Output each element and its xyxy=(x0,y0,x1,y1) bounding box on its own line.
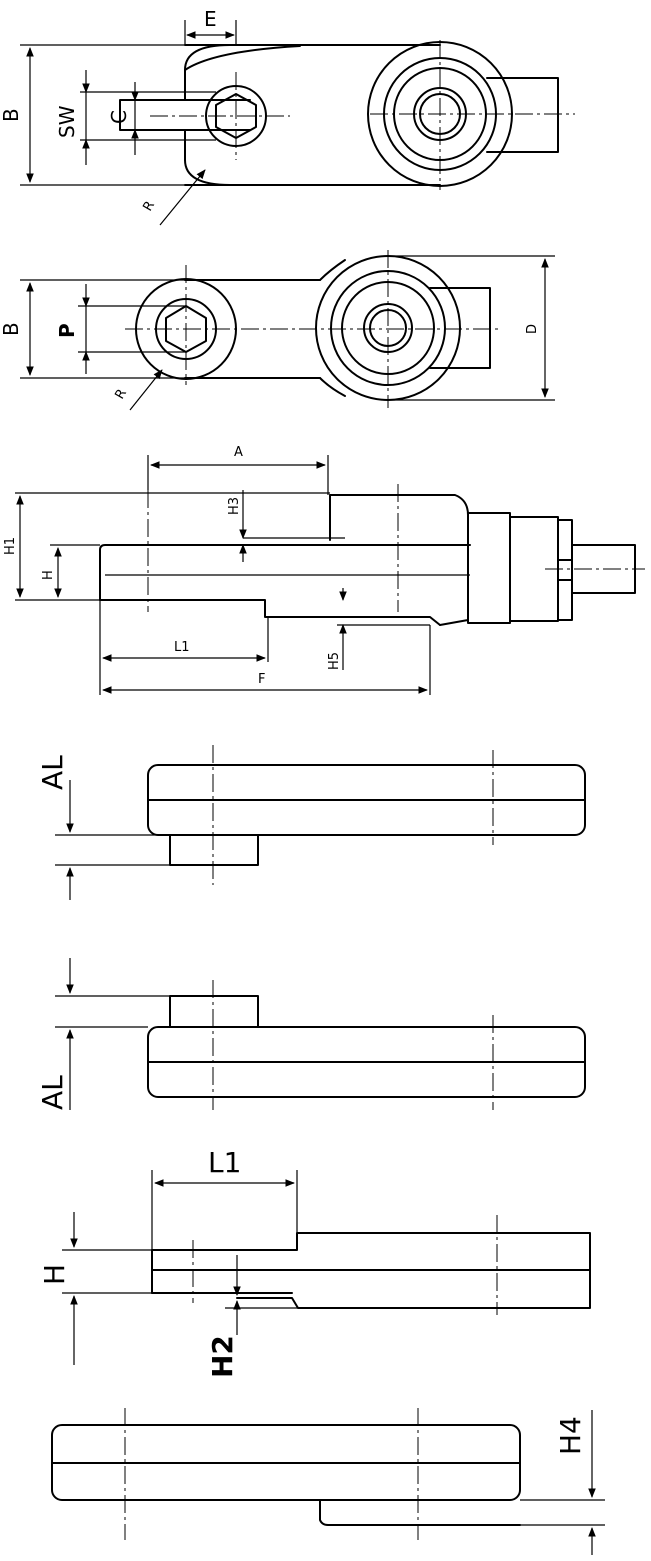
dim-label-al-2: AL xyxy=(36,1075,69,1110)
dim-label-f: F xyxy=(258,672,265,687)
dim-label-p: P xyxy=(55,323,79,338)
dim-label-sw: SW xyxy=(55,105,79,138)
bottom-step-view: H4 xyxy=(51,1408,605,1555)
dim-label-h4: H4 xyxy=(554,1416,587,1455)
dim-label-l1-2: L1 xyxy=(208,1146,241,1179)
dim-label-h5: H5 xyxy=(327,652,342,670)
dim-label-b2: B xyxy=(0,322,23,336)
dim-label-h-2: H xyxy=(38,1264,71,1285)
dim-label-r2: R xyxy=(112,387,130,402)
dim-label-a: A xyxy=(234,445,243,460)
dim-label-h: H xyxy=(41,570,56,580)
dim-label-h1: H1 xyxy=(3,537,18,555)
dim-label-al: AL xyxy=(36,755,69,790)
dim-label-h2: H2 xyxy=(206,1335,239,1378)
dim-label-c: C xyxy=(107,110,131,124)
dim-label-e: E xyxy=(204,7,217,31)
top-view-slot: B SW C E R xyxy=(0,7,575,226)
top-view-hex: B P D R xyxy=(0,250,555,411)
side-view: A H3 H1 H L1 F H5 xyxy=(3,445,645,695)
dim-label-h3: H3 xyxy=(227,497,242,515)
offset-down-view: AL xyxy=(36,745,586,900)
dim-label-l1: L1 xyxy=(174,640,190,655)
step-view: L1 H H2 xyxy=(38,1146,591,1378)
dim-label-r: R xyxy=(140,199,158,214)
dim-label-b: B xyxy=(0,108,23,122)
offset-up-view: AL xyxy=(36,958,586,1110)
dim-label-d: D xyxy=(525,324,540,334)
